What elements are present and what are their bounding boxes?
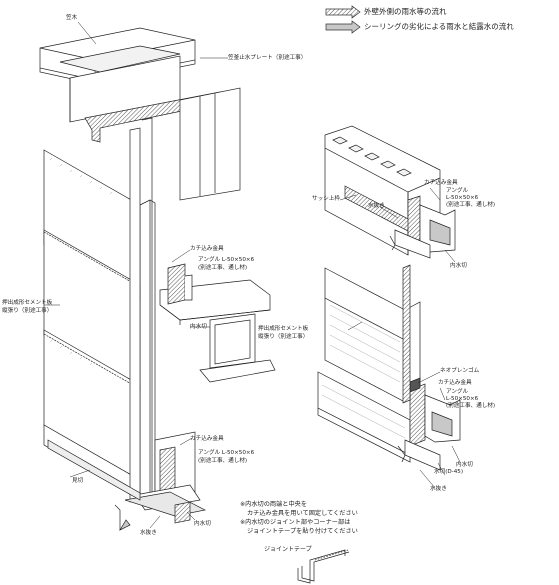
label-kachikomi-r2: カチ込み金具 bbox=[438, 380, 472, 386]
label-joint-tape: ジョイントテープ bbox=[264, 546, 312, 553]
label-sash: サッシ上枠 bbox=[312, 196, 340, 202]
note-line-3: ※内水切のジョイント部やコーナー部は bbox=[240, 519, 351, 526]
label-mizunuki-r1: 水抜き bbox=[368, 203, 385, 209]
note-line-2: カチ込み金具を用いて固定してください bbox=[247, 510, 358, 517]
label-mizunuki-left: 水抜き bbox=[140, 530, 157, 536]
label-angle-r2-note: (別途工事、通し材) bbox=[446, 403, 496, 409]
label-mizunuki-r2: 水抜き bbox=[430, 486, 447, 492]
label-kasagi: 笠木 bbox=[66, 15, 78, 21]
label-mizukiri-in-2: 内水切 bbox=[194, 521, 211, 527]
label-panel-b-right: 縦張り（別途工事） bbox=[258, 334, 309, 340]
right-panel-texture bbox=[321, 304, 406, 439]
label-angle-2-note: (別途工事、通し材) bbox=[198, 458, 248, 464]
left-assembly bbox=[39, 27, 276, 531]
note-line-1: ※内水切の両端と中央を bbox=[240, 501, 308, 508]
legend-label-2: シーリングの劣化による雨水と結露水の流れ bbox=[364, 22, 514, 31]
legend-label-1: 外壁外側の雨水等の流れ bbox=[364, 7, 447, 16]
label-angle-r1-note: (別途工事、通し材) bbox=[446, 202, 496, 208]
right-leaders bbox=[339, 187, 461, 489]
left-leaders bbox=[44, 21, 228, 529]
label-mizukiri-d45: 水切(D-45) bbox=[434, 469, 463, 475]
right-assembly bbox=[317, 125, 461, 471]
label-mizukiri-in-r: 内水切 bbox=[450, 263, 467, 269]
label-angle-1-note: (別途工事、通し材) bbox=[198, 265, 248, 271]
label-kachikomi-1: カチ込み金具 bbox=[190, 246, 224, 252]
joint-tape-sketch bbox=[297, 549, 350, 584]
label-panel-a-right: 押出成形セメント板 bbox=[258, 326, 309, 332]
label-plate: 笠釜止水プレート（別途工事） bbox=[228, 55, 307, 61]
label-angle-r2: アングル bbox=[446, 389, 469, 395]
label-mizukiri-out: 内水切 bbox=[456, 462, 473, 468]
label-angle-r1: アングル bbox=[446, 188, 469, 194]
label-angle-r2-size: L-50×50×6 bbox=[446, 396, 479, 402]
legend-arrow-1 bbox=[325, 5, 361, 19]
legend-arrow-2 bbox=[325, 20, 361, 34]
label-panel-a-left: 押出成形セメント板 bbox=[2, 300, 53, 306]
note-line-4: ジョイントテープを貼り付けてください bbox=[247, 528, 358, 535]
label-mizukiri-in-1: 内水切 bbox=[190, 324, 207, 330]
label-kachikomi-r1: カチ込み金具 bbox=[424, 180, 458, 186]
label-angle-2: アングル L-50×50×6 bbox=[198, 450, 255, 456]
label-neoprene: ネオプレンゴム bbox=[440, 368, 480, 374]
left-panel-texture bbox=[49, 157, 113, 366]
label-kachikomi-2: カチ込み金具 bbox=[190, 436, 224, 442]
label-panel-b-left: 縦張り（別途工事） bbox=[2, 308, 53, 314]
label-angle-r1-size: L-50×50×6 bbox=[446, 195, 479, 201]
label-angle-1: アングル L-50×50×6 bbox=[198, 257, 255, 263]
label-soto: 見切 bbox=[72, 478, 84, 484]
